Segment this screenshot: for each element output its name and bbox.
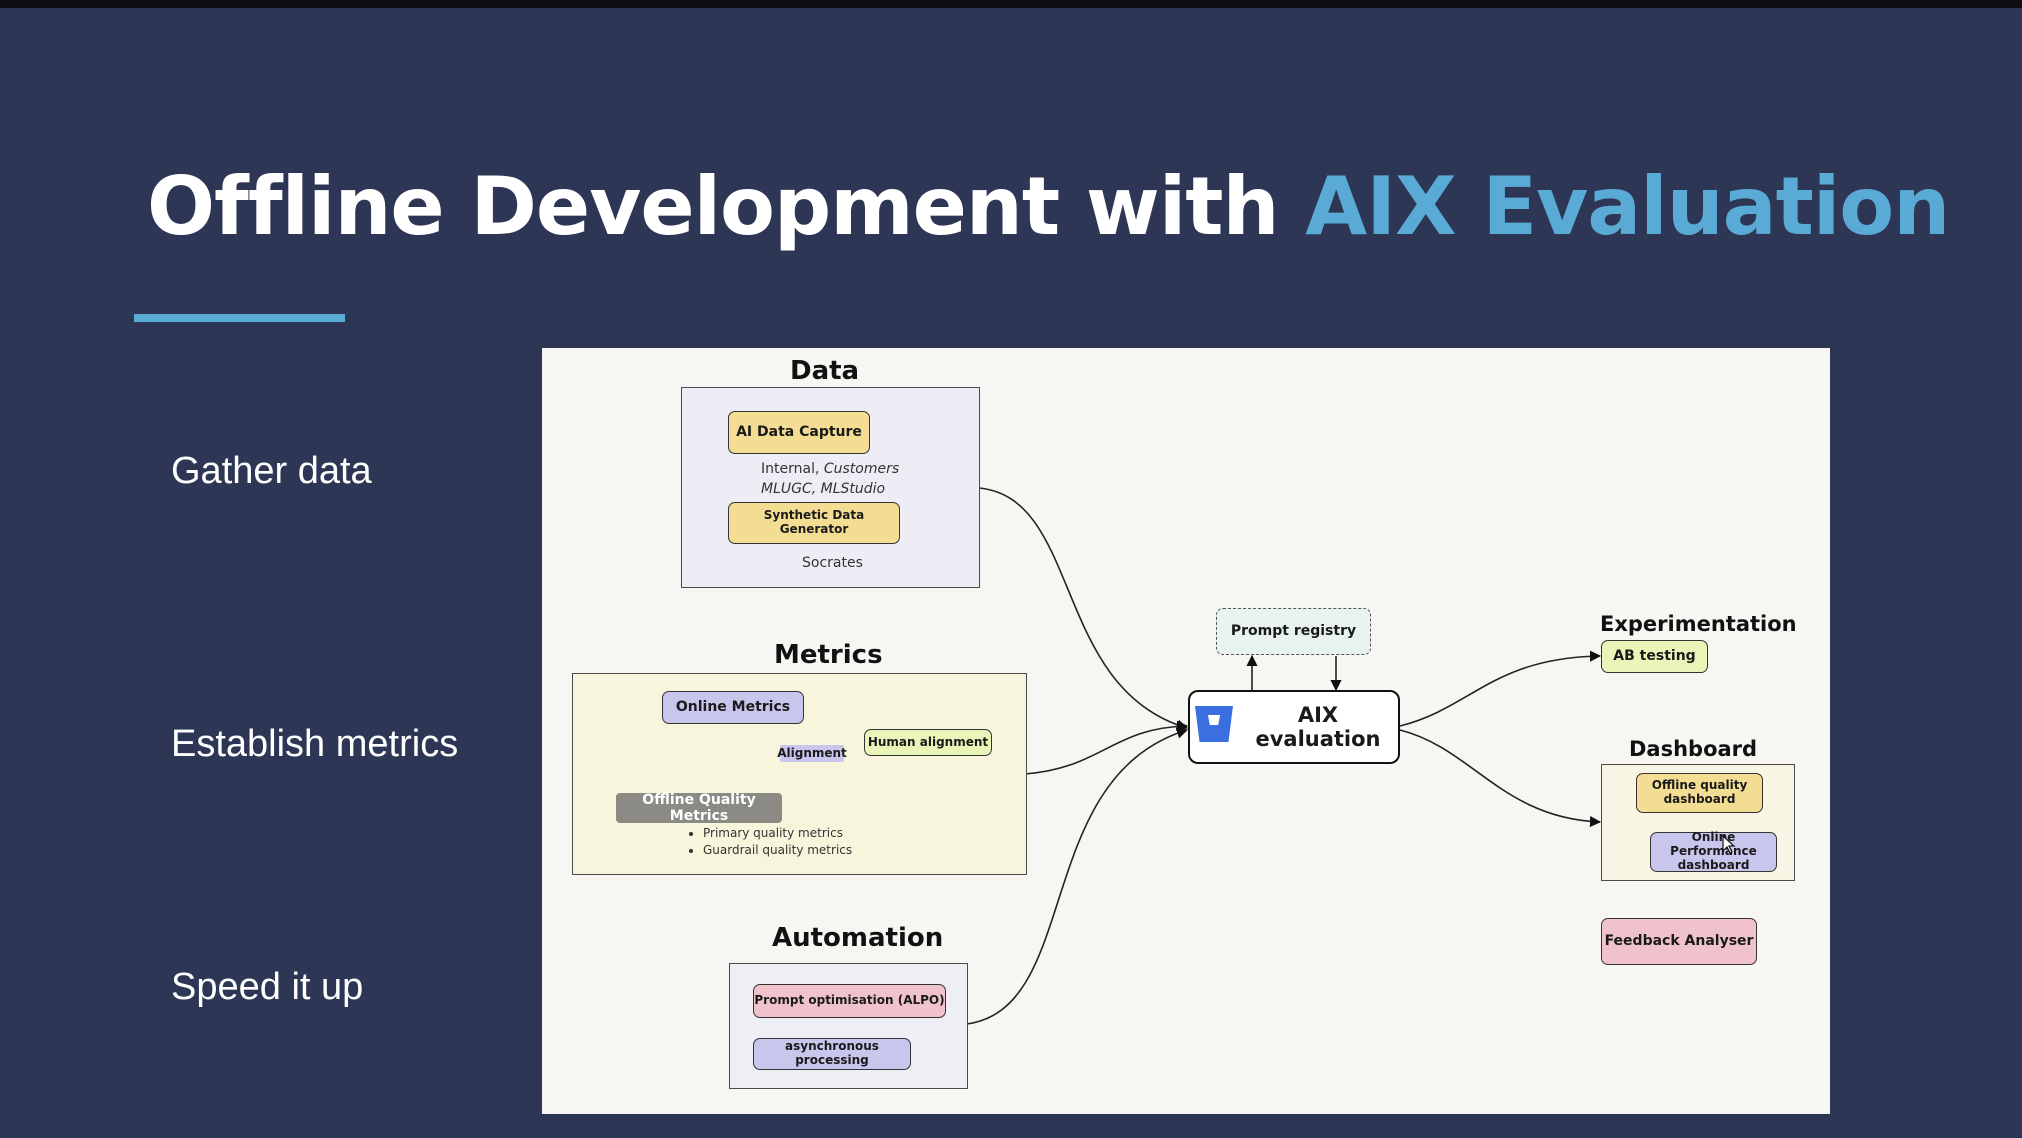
prompt-registry-box: Prompt registry <box>1216 608 1371 655</box>
ai-data-capture-note-plain: Internal, <box>761 461 824 477</box>
section-heading-experimentation: Experimentation <box>1600 612 1797 636</box>
section-heading-metrics: Metrics <box>774 640 883 670</box>
bucket-logo-icon <box>1195 706 1233 742</box>
aix-evaluation-box: AIX evaluation <box>1188 690 1400 764</box>
aix-evaluation-label: AIX evaluation <box>1255 702 1381 751</box>
section-heading-dashboard: Dashboard <box>1629 737 1758 761</box>
window-top-bar <box>0 0 2022 8</box>
title-underline <box>134 314 345 322</box>
mouse-cursor-icon <box>1722 835 1736 854</box>
offline-metrics-bullet-list: Primary quality metrics Guardrail qualit… <box>687 825 852 859</box>
side-label-establish-metrics: Establish metrics <box>171 723 459 765</box>
edge-data-to-aix <box>978 487 1189 731</box>
human-alignment-box: Human alignment <box>864 729 992 756</box>
offline-quality-metrics-box: Offline Quality Metrics <box>616 792 782 824</box>
section-heading-data: Data <box>790 356 860 386</box>
section-heading-automation: Automation <box>772 923 944 953</box>
alignment-label: Alignment <box>777 745 847 762</box>
ab-testing-box: AB testing <box>1601 640 1708 673</box>
offline-quality-dashboard-box: Offline quality dashboard <box>1636 773 1763 813</box>
slide-title-accent: AIX Evaluation <box>1305 160 1950 253</box>
edge-aix-to-dashboard <box>1399 729 1602 828</box>
ai-data-capture-note-italic: Customers <box>823 461 900 477</box>
ai-data-capture-box: AI Data Capture <box>728 411 870 454</box>
diagram-panel: Data AI Data Capture Internal, Customers… <box>542 348 1830 1114</box>
slide-title: Offline Development with AIX Evaluation <box>147 160 1950 253</box>
online-performance-dashboard-box: Online Performance dashboard <box>1650 830 1777 872</box>
prompt-optimisation-box: Prompt optimisation (ALPO) <box>753 984 946 1018</box>
list-item: Guardrail quality metrics <box>703 842 852 859</box>
ai-data-capture-note-line2: MLUGC, MLStudio <box>761 481 886 497</box>
feedback-analyser-box: Feedback Analyser <box>1601 918 1757 965</box>
automation-frame <box>729 963 968 1089</box>
edge-metrics-to-aix <box>1024 720 1189 775</box>
ai-data-capture-note: Internal, Customers <box>761 461 899 477</box>
online-metrics-box: Online Metrics <box>662 691 804 724</box>
edge-automation-to-aix <box>966 727 1189 1025</box>
slide-title-main: Offline Development with <box>147 160 1306 253</box>
synthetic-data-generator-box: Synthetic Data Generator <box>728 502 900 544</box>
async-processing-box: asynchronous processing <box>753 1038 911 1070</box>
edge-aix-to-ab-testing <box>1399 650 1602 727</box>
side-label-gather-data: Gather data <box>171 450 372 492</box>
side-label-speed-it-up: Speed it up <box>171 966 364 1008</box>
synthetic-generator-note: Socrates <box>802 555 863 571</box>
list-item: Primary quality metrics <box>703 825 852 842</box>
